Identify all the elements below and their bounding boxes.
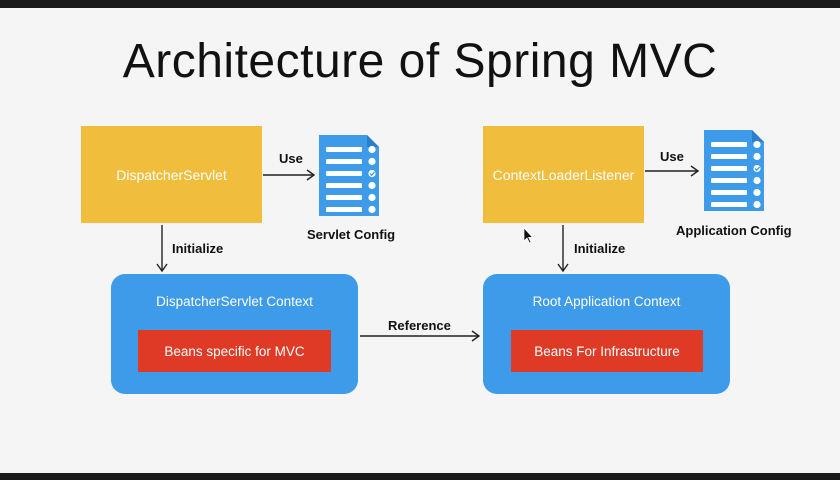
beans-infrastructure-box: Beans For Infrastructure <box>511 330 703 372</box>
use-arrow-right <box>645 165 700 177</box>
dispatcher-servlet-context-title: DispatcherServlet Context <box>156 294 313 309</box>
application-config-label: Application Config <box>676 223 792 238</box>
servlet-config-document-icon <box>317 133 381 218</box>
initialize-label-right: Initialize <box>574 241 626 256</box>
use-arrow-left <box>263 169 316 181</box>
context-loader-listener-box: ContextLoaderListener <box>483 126 644 223</box>
beans-infrastructure-label: Beans For Infrastructure <box>534 343 680 359</box>
initialize-arrow-right <box>557 225 569 273</box>
initialize-arrow-left <box>156 225 168 273</box>
arrows-layer <box>156 165 700 342</box>
application-config-document-icon <box>702 128 766 213</box>
reference-arrow <box>360 330 481 342</box>
beans-mvc-box: Beans specific for MVC <box>138 330 331 372</box>
mouse-cursor-icon <box>523 227 534 244</box>
servlet-config-label: Servlet Config <box>307 227 396 242</box>
dispatcher-servlet-context: DispatcherServlet Context Beans specific… <box>111 274 358 394</box>
context-loader-listener-label: ContextLoaderListener <box>492 166 635 183</box>
root-application-context: Root Application Context Beans For Infra… <box>483 274 730 394</box>
dispatcher-servlet-label: DispatcherServlet <box>116 166 227 183</box>
slide: Architecture of Spring MVC DispatcherSer… <box>0 8 840 473</box>
initialize-label-left: Initialize <box>172 241 224 256</box>
dispatcher-servlet-box: DispatcherServlet <box>81 126 262 223</box>
slide-title: Architecture of Spring MVC <box>122 35 718 88</box>
use-label-right: Use <box>660 149 684 164</box>
use-label-left: Use <box>279 151 303 166</box>
root-application-context-title: Root Application Context <box>532 294 681 309</box>
beans-mvc-label: Beans specific for MVC <box>164 343 305 359</box>
reference-label: Reference <box>388 318 451 333</box>
